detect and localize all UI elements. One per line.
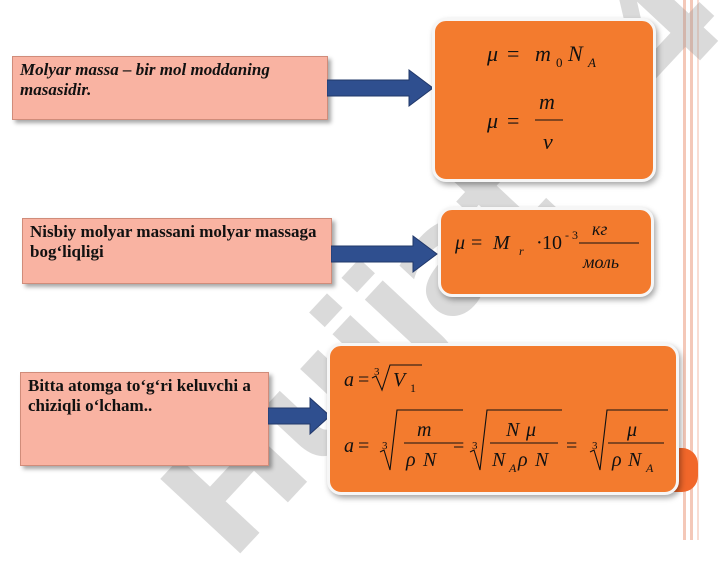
formula-symbol: m: [417, 419, 431, 441]
formula-symbol: =: [358, 369, 369, 391]
formula-symbol: ρ: [611, 449, 622, 471]
arrow-right-icon: [327, 69, 434, 107]
formula-symbol: =: [471, 232, 482, 254]
formula-symbol: m: [535, 41, 551, 66]
formula-symbol: ρ: [517, 449, 528, 471]
formula-symbol: a: [344, 369, 354, 391]
formula-symbol: ·: [536, 232, 543, 254]
arrow-right-icon: [331, 235, 438, 273]
radical-sign: [589, 409, 668, 471]
radical-sign: [379, 409, 463, 471]
formula-symbol: ν: [543, 129, 553, 154]
label-text: Bitta atomga to‘g‘ri keluvchi a chiziqli…: [28, 376, 251, 416]
formula-symbol: A: [587, 55, 596, 70]
formula-symbol: μ: [626, 419, 637, 441]
label-text: Nisbiy molyar massani molyar massaga bog…: [30, 222, 317, 262]
formula-symbol: N: [505, 419, 521, 441]
formula-symbol: r: [519, 244, 524, 258]
formula-symbol: 0: [556, 55, 563, 70]
formula-symbol: A: [645, 461, 654, 475]
formula-symbol: N: [627, 449, 643, 471]
formula-symbol: 3: [374, 366, 380, 378]
formula-symbol: =: [507, 108, 519, 133]
formula-symbol: A: [508, 461, 517, 475]
formula-molar-mass: μ = m 0 N A μ = m ν: [486, 41, 596, 154]
decorative-stripe: [683, 0, 686, 540]
formula-symbol: μ: [525, 419, 536, 441]
formula-box-molar-mass: μ = m 0 N A μ = m ν: [432, 18, 656, 182]
formula-symbol: μ: [486, 108, 498, 133]
formula-symbol: 1: [410, 381, 416, 395]
formula-symbol: M: [492, 232, 511, 254]
formula-symbol: N: [422, 449, 438, 471]
formula-symbol: μ: [454, 232, 465, 254]
definition-label-relative-molar-mass: Nisbiy molyar massani molyar massaga bog…: [22, 218, 332, 284]
formula-atom-size: a = 3 V 1 a = 3 m ρ N = 3 N μ N A ρ N = …: [344, 364, 668, 475]
formula-relative-molar-mass: μ = M r · 10 - 3 кг моль: [454, 219, 639, 272]
formula-symbol: =: [453, 435, 464, 457]
radical-sign: [371, 364, 422, 392]
formula-symbol: 3: [382, 440, 388, 452]
formula-symbol: μ: [486, 41, 498, 66]
definition-label-molar-mass: Molyar massa – bir mol moddaning masasid…: [12, 56, 328, 120]
formula-box-relative-molar-mass: μ = M r · 10 - 3 кг моль: [438, 207, 654, 297]
formula-symbol: a: [344, 435, 354, 457]
decorative-stripe: [697, 0, 699, 540]
formula-symbol: N: [534, 449, 550, 471]
formula-symbol: V: [393, 369, 408, 391]
formula-symbol: ρ: [405, 449, 416, 471]
formula-symbol: моль: [582, 252, 619, 272]
label-text: Molyar massa – bir mol moddaning masasid…: [20, 60, 270, 100]
formula-symbol: =: [507, 41, 519, 66]
formula-symbol: N: [567, 41, 584, 66]
formula-symbol: - 3: [565, 228, 578, 242]
formula-symbol: 10: [542, 232, 562, 254]
formula-symbol: N: [491, 449, 507, 471]
formula-symbol: =: [358, 435, 369, 457]
formula-symbol: кг: [592, 219, 607, 239]
formula-symbol: 3: [472, 440, 478, 452]
formula-symbol: 3: [592, 440, 598, 452]
radical-sign: [469, 409, 562, 471]
formula-symbol: =: [566, 435, 577, 457]
formula-box-atom-size: a = 3 V 1 a = 3 m ρ N = 3 N μ N A ρ N = …: [327, 343, 679, 495]
formula-symbol: m: [539, 89, 555, 114]
decorative-stripe: [690, 0, 693, 540]
arrow-right-icon: [268, 396, 331, 436]
definition-label-atom-size: Bitta atomga to‘g‘ri keluvchi a chiziqli…: [20, 372, 269, 466]
